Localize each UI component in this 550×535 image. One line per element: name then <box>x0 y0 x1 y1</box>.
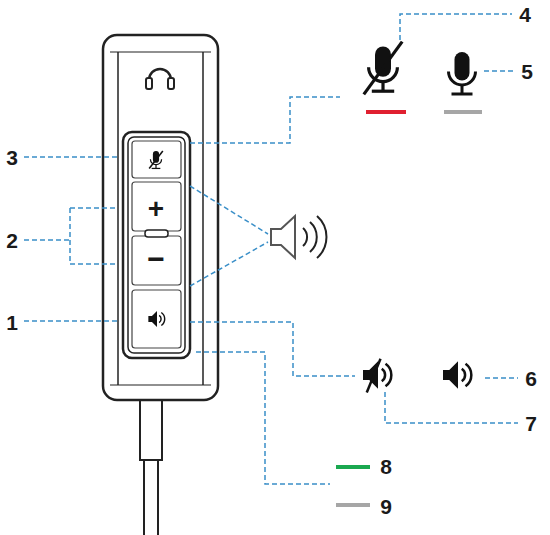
leader-lines-part <box>190 322 355 376</box>
mic-mute-button-icon-part <box>149 151 163 168</box>
cable-part <box>140 398 162 460</box>
callout-number: 4 <box>519 4 531 25</box>
callout-number: 7 <box>525 413 537 434</box>
volume-speaker-icon-part <box>310 222 317 252</box>
cable-part <box>144 460 158 535</box>
grey-led-bar <box>336 503 370 507</box>
controller-housing-part <box>110 51 211 52</box>
volume-speaker-icon-part <box>303 228 307 246</box>
leader-lines-part <box>24 320 118 322</box>
speaker-muted-icon <box>363 359 391 393</box>
button-panel-part <box>132 236 181 285</box>
leader-lines-part <box>190 97 340 143</box>
volume-speaker-icon-part <box>271 216 295 258</box>
leader-lines-part <box>190 186 268 234</box>
callout-number: 1 <box>6 312 18 333</box>
cable <box>140 398 162 535</box>
mic-muted-icon-part <box>364 42 402 95</box>
mic-muted-icon <box>364 42 402 95</box>
callout-number: 5 <box>521 61 533 82</box>
controller-housing-part <box>103 35 218 400</box>
button-panel-part <box>123 132 190 358</box>
volume-speaker-icon <box>271 216 326 258</box>
controller-housing <box>103 35 218 400</box>
headphone-icon-part <box>146 78 152 89</box>
leader-lines-part <box>385 392 518 423</box>
button-panel-part <box>128 137 185 353</box>
leader-lines <box>24 14 518 484</box>
mic-mute-button-icon <box>149 151 163 168</box>
button-panel-part <box>132 290 181 348</box>
mic-active-icon <box>449 52 476 94</box>
callout-number: 6 <box>525 368 537 389</box>
leader-lines-part <box>24 156 118 158</box>
leader-lines-part <box>485 377 518 379</box>
speaker-mute-button-icon <box>148 311 164 327</box>
button-panel-part <box>145 230 168 237</box>
callout-number: 8 <box>380 456 392 477</box>
mic-active-icon-part <box>449 52 476 94</box>
button-symbol: − <box>147 244 165 274</box>
speaker-on-icon-part <box>443 361 471 389</box>
headphone-icon-part <box>168 78 174 89</box>
button-panel-part <box>132 182 181 231</box>
red-led-bar <box>366 110 406 114</box>
leader-lines-part <box>400 14 512 40</box>
speaker-mute-button-icon-part <box>148 311 164 327</box>
button-symbol: + <box>148 195 164 223</box>
green-led-bar <box>336 465 370 469</box>
leader-lines-part <box>484 70 513 72</box>
headphone-icon <box>146 69 174 89</box>
button-panel <box>123 132 190 358</box>
callout-number: 3 <box>6 147 18 168</box>
controller-housing-part <box>202 52 204 385</box>
grey-led-bar <box>444 110 482 114</box>
callout-number: 2 <box>6 230 18 251</box>
leader-lines-part <box>190 242 268 286</box>
controller-housing-part <box>117 52 119 385</box>
speaker-on-icon <box>443 361 471 389</box>
leader-lines-part <box>196 352 330 484</box>
button-panel-part <box>132 141 181 178</box>
speaker-muted-icon-part <box>367 359 381 393</box>
volume-speaker-icon-part <box>317 216 326 258</box>
callout-number: 9 <box>380 496 392 517</box>
leader-lines-part <box>24 208 118 264</box>
controller-housing-part <box>110 384 211 385</box>
